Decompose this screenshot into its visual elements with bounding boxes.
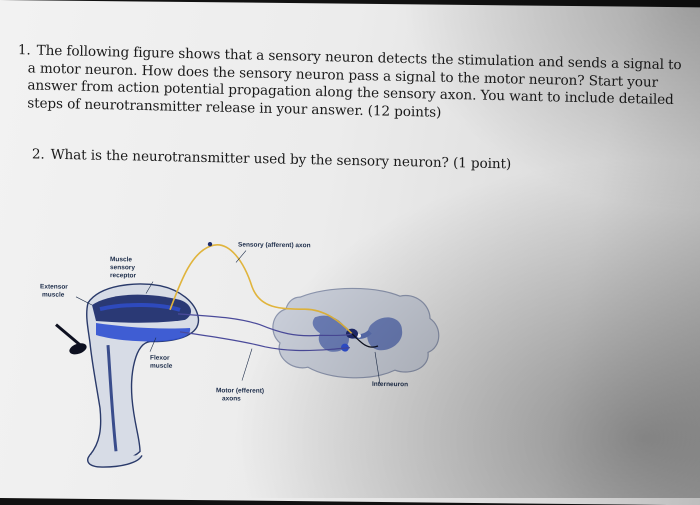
reflex-arc-figure: Sensory (afferent) axon Muscle sensory r…	[40, 241, 440, 468]
label-muscle-receptor-2: sensory	[110, 264, 135, 271]
question-2-number: 2.	[31, 146, 45, 163]
question-1: 1.The following figure shows that a sens…	[17, 42, 688, 127]
question-2: 2. What is the neurotransmitter used by t…	[32, 146, 511, 174]
spinal-cord	[272, 287, 440, 379]
question-2-text: What is the neurotransmitter used by the…	[50, 146, 512, 173]
label-motor-2: axons	[222, 395, 241, 402]
label-muscle-receptor-3: receptor	[110, 272, 136, 279]
label-motor-1: Motor (efferent)	[216, 387, 264, 395]
interneuron-path	[351, 333, 379, 348]
label-muscle-receptor-1: Muscle	[110, 256, 132, 263]
label-interneuron: Interneuron	[372, 381, 408, 388]
label-extensor-1: Extensor	[40, 283, 68, 290]
extensor-muscle	[92, 294, 191, 323]
foot-outline	[87, 454, 143, 468]
label-extensor-2: muscle	[42, 291, 65, 298]
question-1-number: 1.	[17, 42, 31, 59]
sensory-axon	[169, 244, 353, 335]
label-sensory-axon: Sensory (afferent) axon	[238, 241, 311, 249]
motor-axon-extensor	[177, 313, 353, 337]
label-flexor-2: muscle	[150, 363, 173, 370]
reflex-hammer	[55, 323, 87, 355]
motor-axon-flexor	[179, 331, 351, 352]
flexor-muscle	[96, 323, 191, 342]
label-flexor-1: Flexor	[150, 355, 170, 362]
